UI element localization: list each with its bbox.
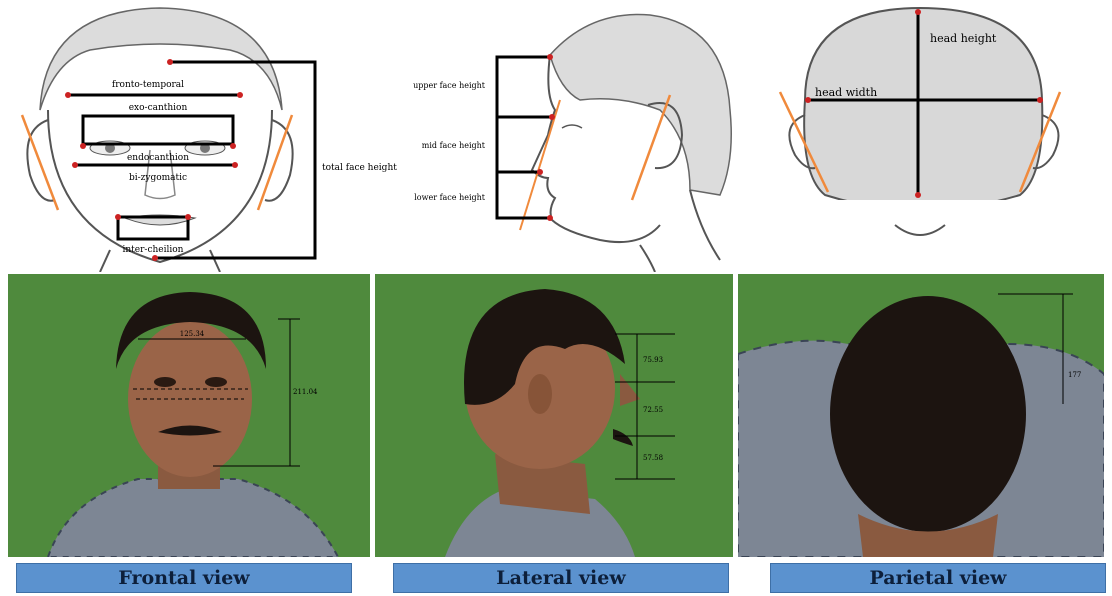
endocanthion-label: endocanthion — [127, 153, 189, 163]
frontal-view-caption: Frontal view — [16, 563, 352, 593]
head-width-label: head width — [815, 86, 877, 99]
exo-canthion-label: exo-canthion — [129, 103, 188, 113]
lateral-view-caption: Lateral view — [393, 563, 729, 593]
frontal-photo: 125.34 211.04 — [8, 274, 370, 557]
lateral-lower-measure: 57.58 — [643, 454, 663, 462]
mid-face-height-label: mid face height — [422, 141, 486, 150]
head-height-label: head height — [930, 32, 997, 45]
lateral-mid-measure: 72.55 — [643, 406, 663, 414]
diagram-row: fronto-temporal exo-canthion endocanthio… — [0, 0, 1112, 272]
parietal-head-diagram: head height head width — [780, 8, 1060, 235]
total-face-height-label: total face height — [322, 163, 397, 173]
frontal-height-measure: 211.04 — [293, 388, 318, 396]
lateral-upper-measure: 75.93 — [643, 356, 663, 364]
frontal-face-diagram: fronto-temporal exo-canthion endocanthio… — [22, 8, 397, 272]
parietal-view-caption: Parietal view — [770, 563, 1106, 593]
lower-face-height-label: lower face height — [414, 193, 486, 202]
parietal-height-measure: 177 — [1068, 371, 1081, 379]
lateral-face-diagram: upper face height mid face height lower … — [413, 15, 731, 273]
inter-cheilion-label: inter-cheilion — [123, 245, 184, 255]
fronto-temporal-label: fronto-temporal — [112, 80, 184, 90]
parietal-photo: 177 — [738, 274, 1104, 557]
upper-face-height-label: upper face height — [413, 81, 486, 90]
frontal-width-measure: 125.34 — [180, 330, 205, 338]
bi-zygomatic-label: bi-zygomatic — [129, 173, 187, 183]
lateral-photo: 75.93 72.55 57.58 — [375, 274, 733, 557]
